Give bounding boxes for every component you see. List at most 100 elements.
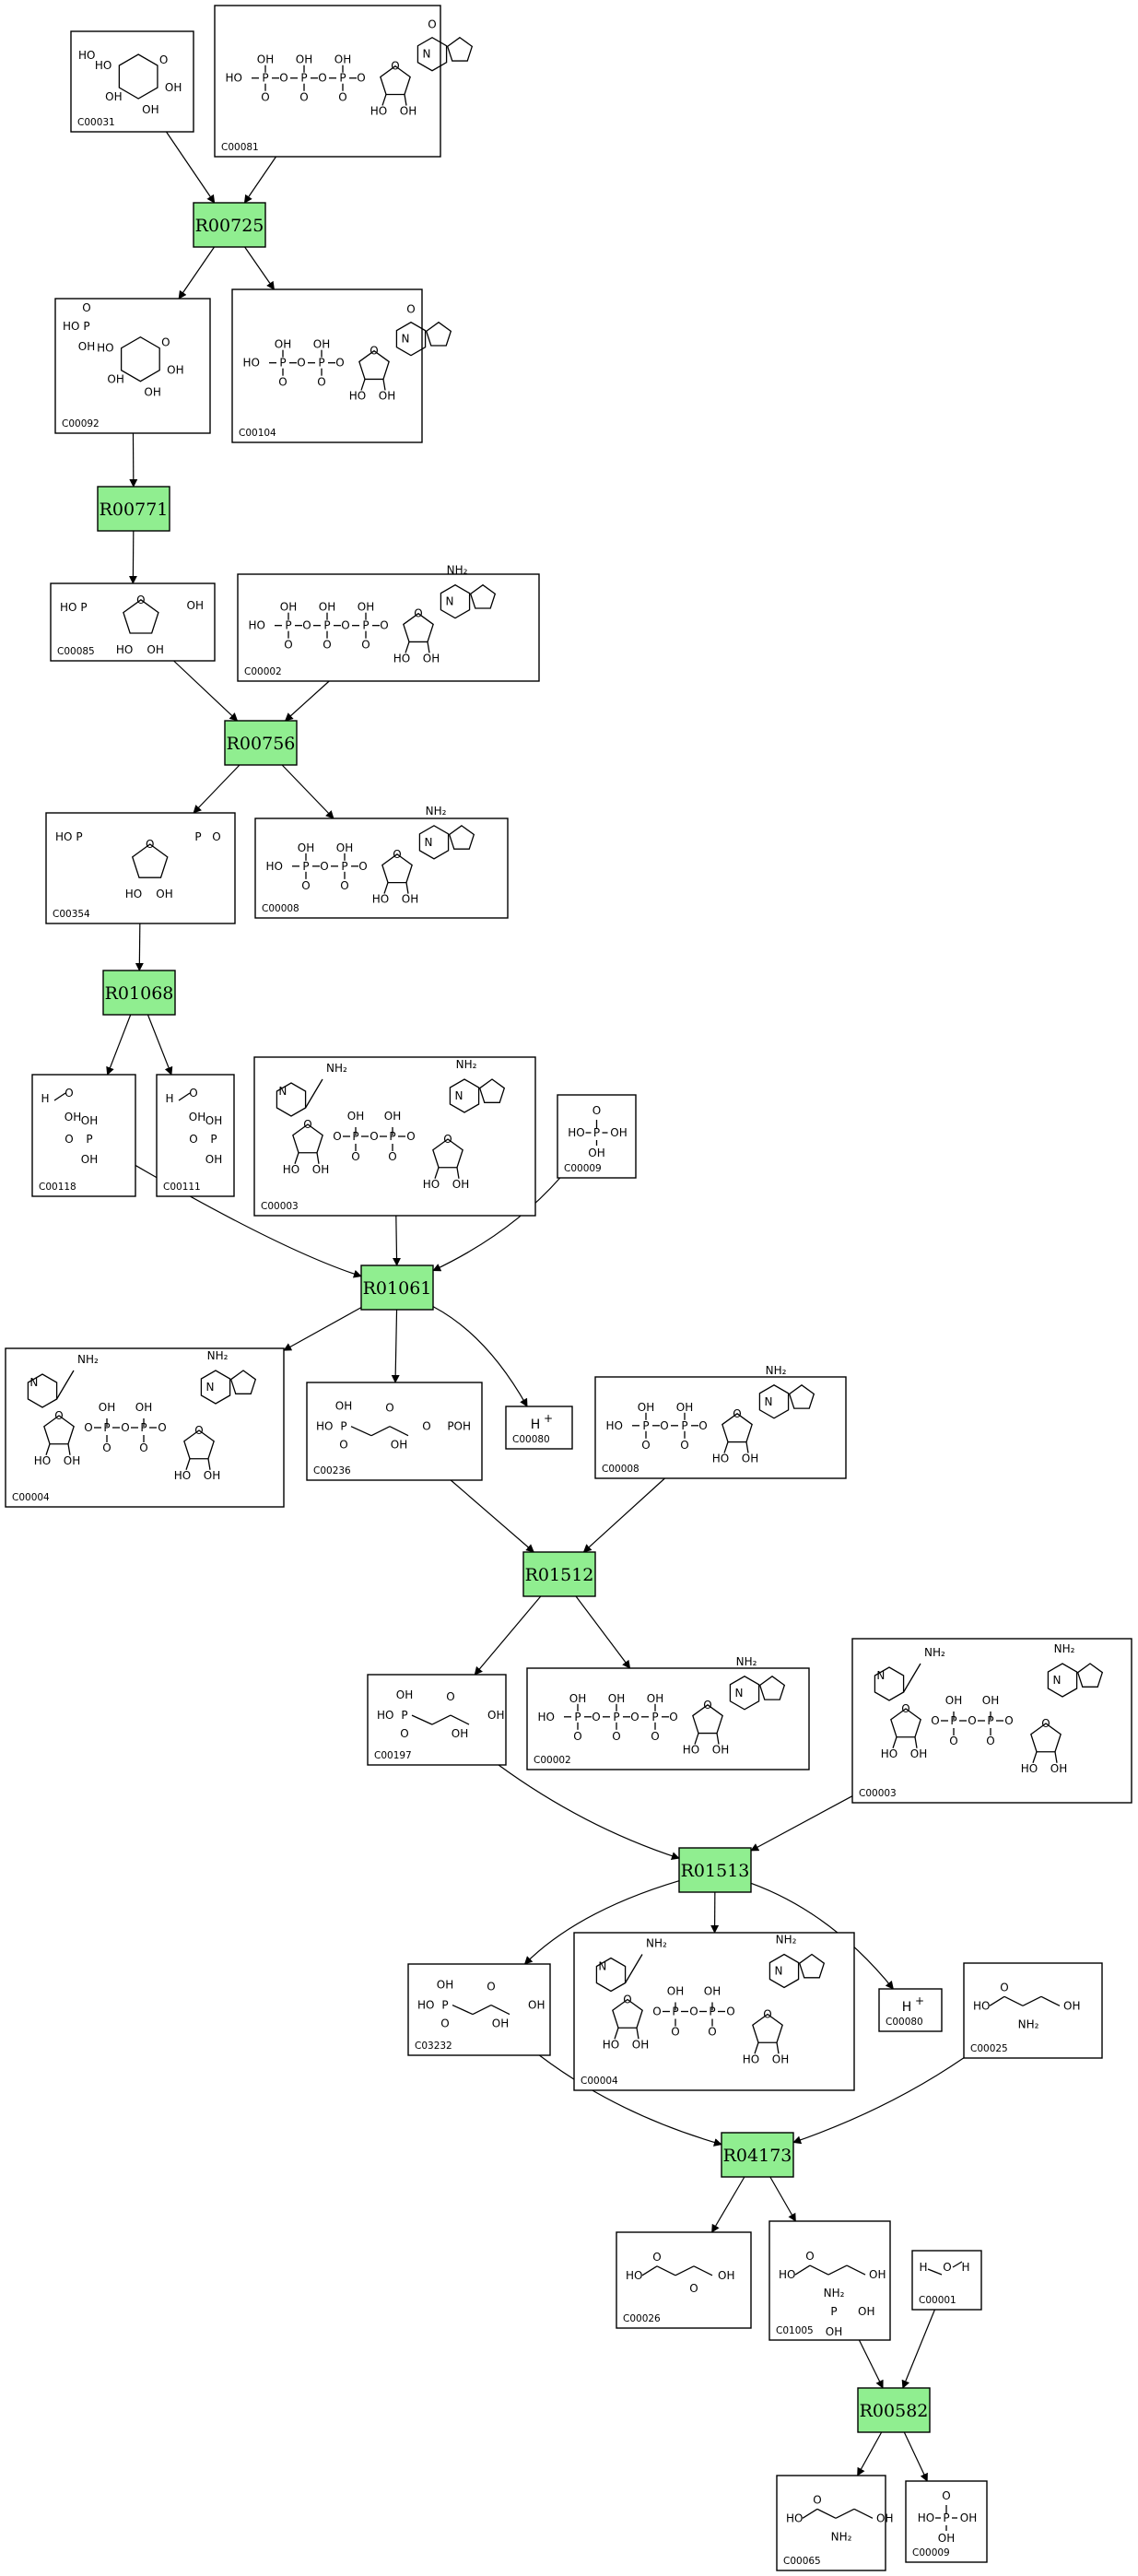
- atom-label: O: [212, 830, 220, 843]
- atom-label: P: [86, 1133, 92, 1146]
- bond: [456, 1167, 460, 1179]
- atom-label: P: [651, 1711, 658, 1723]
- reaction-node-R00771[interactable]: R00771: [97, 486, 170, 532]
- atom-label: HO: [249, 619, 265, 632]
- atom-label: O: [333, 1130, 341, 1143]
- compound-box: [254, 817, 509, 919]
- atom-label: O: [708, 2026, 716, 2039]
- bond: [360, 379, 366, 391]
- bond: [403, 612, 434, 643]
- atom-label: P: [340, 1420, 346, 1433]
- atom-label: O: [358, 860, 367, 873]
- atom-label: H: [165, 1092, 173, 1105]
- atom-label: N: [29, 1376, 38, 1389]
- compound-label: C00236: [313, 1465, 351, 1476]
- atom-label: O: [652, 2251, 661, 2264]
- reaction-node-R01068[interactable]: R01068: [102, 970, 176, 1016]
- compound-label: C00085: [57, 646, 95, 657]
- atom-label: O: [136, 594, 145, 606]
- compound-label: C00080: [886, 2017, 923, 2028]
- bond: [305, 1078, 323, 1109]
- bond: [118, 53, 158, 100]
- bond: [427, 641, 430, 653]
- reaction-node-R00725[interactable]: R00725: [193, 202, 266, 248]
- atom-label: OH: [78, 340, 95, 353]
- bond: [625, 1954, 643, 1983]
- atom-label: O: [942, 2489, 950, 2502]
- atom-label: O: [301, 879, 310, 892]
- atom-label: O: [698, 1419, 707, 1432]
- reaction-node-R00756[interactable]: R00756: [224, 720, 298, 766]
- atom-label: O: [82, 301, 90, 314]
- atom-label: HO: [393, 652, 410, 665]
- bond: [729, 1676, 760, 1711]
- atom-label: O: [320, 860, 328, 873]
- compound-node-C00080[interactable]: H+C00080: [505, 1406, 573, 1450]
- reaction-box: [102, 970, 176, 1016]
- charge-label: +: [544, 1412, 553, 1425]
- atom-label: OH: [452, 1727, 468, 1740]
- bond: [716, 1733, 720, 1745]
- atom-label: OH: [647, 1692, 663, 1705]
- compound-label: C00009: [564, 1163, 602, 1174]
- atom-label: OH: [296, 53, 312, 66]
- compound-label: C00008: [602, 1464, 639, 1475]
- reaction-node-R01061[interactable]: R01061: [360, 1264, 434, 1311]
- bond: [656, 2265, 676, 2276]
- atom-label: HO: [568, 1126, 584, 1139]
- atom-label: O: [335, 357, 344, 370]
- atom-label: OH: [347, 1110, 364, 1123]
- atom-label: OH: [280, 601, 297, 614]
- atom-label: O: [261, 91, 269, 104]
- atom-label: NH₂: [447, 564, 468, 577]
- atom-label: P: [285, 619, 291, 632]
- atom-label: O: [158, 1421, 166, 1434]
- reaction-node-R01513[interactable]: R01513: [678, 1847, 752, 1893]
- edge-21: [474, 1595, 542, 1676]
- compound-box: [214, 5, 441, 158]
- compound-node-C00080[interactable]: H+C00080: [878, 1988, 943, 2032]
- atom-label: HO: [243, 357, 260, 370]
- bond: [768, 1953, 800, 1989]
- bond: [914, 1736, 918, 1748]
- atom-label: OH: [982, 1694, 999, 1707]
- atom-label: OH: [638, 1401, 654, 1414]
- atom-label: HO: [316, 1420, 333, 1433]
- edge-22: [575, 1595, 631, 1669]
- atom-label: N: [1053, 1674, 1062, 1687]
- reaction-node-R04173[interactable]: R04173: [721, 2132, 794, 2178]
- reaction-node-R01512[interactable]: R01512: [522, 1551, 596, 1597]
- reaction-node-R00582[interactable]: R00582: [857, 2387, 931, 2433]
